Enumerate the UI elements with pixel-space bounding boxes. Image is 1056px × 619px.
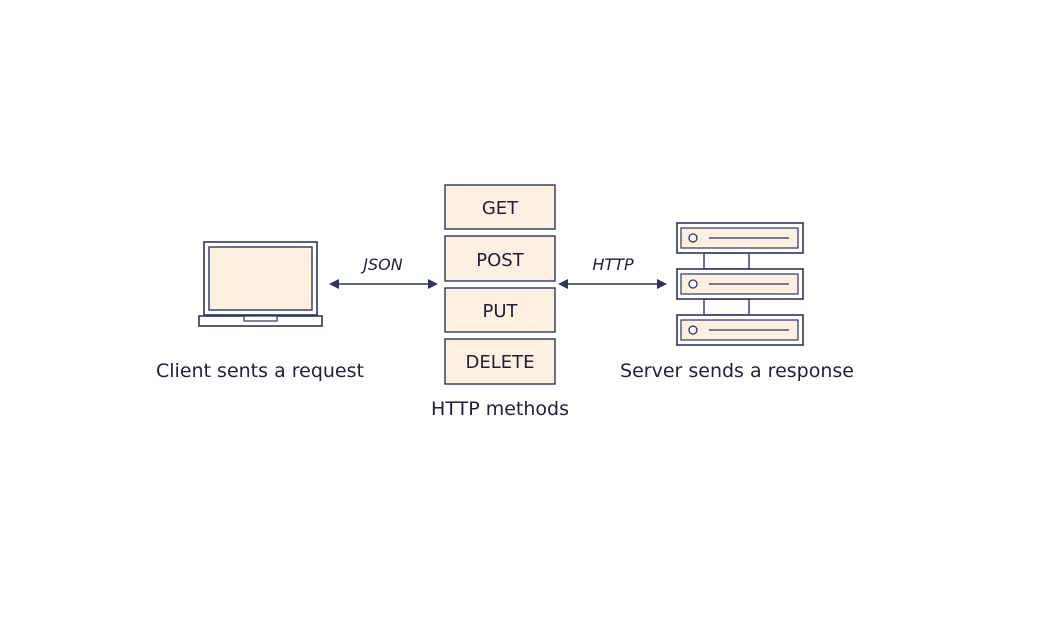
client-caption: Client sents a request <box>156 360 364 382</box>
method-post: POST <box>444 235 556 282</box>
method-get: GET <box>444 184 556 230</box>
method-put: PUT <box>444 287 556 333</box>
server-rack-icon <box>676 222 804 346</box>
method-label-post: POST <box>476 250 524 271</box>
method-label-get: GET <box>482 198 519 219</box>
method-label-delete: DELETE <box>465 352 534 373</box>
method-label-put: PUT <box>482 301 518 322</box>
method-delete: DELETE <box>444 338 556 385</box>
methods-caption: HTTP methods <box>431 398 569 420</box>
server-caption: Server sends a response <box>620 360 854 382</box>
json-arrow-label: JSON <box>360 255 402 274</box>
laptop-icon <box>198 241 323 327</box>
http-arrow-label: HTTP <box>592 255 634 274</box>
